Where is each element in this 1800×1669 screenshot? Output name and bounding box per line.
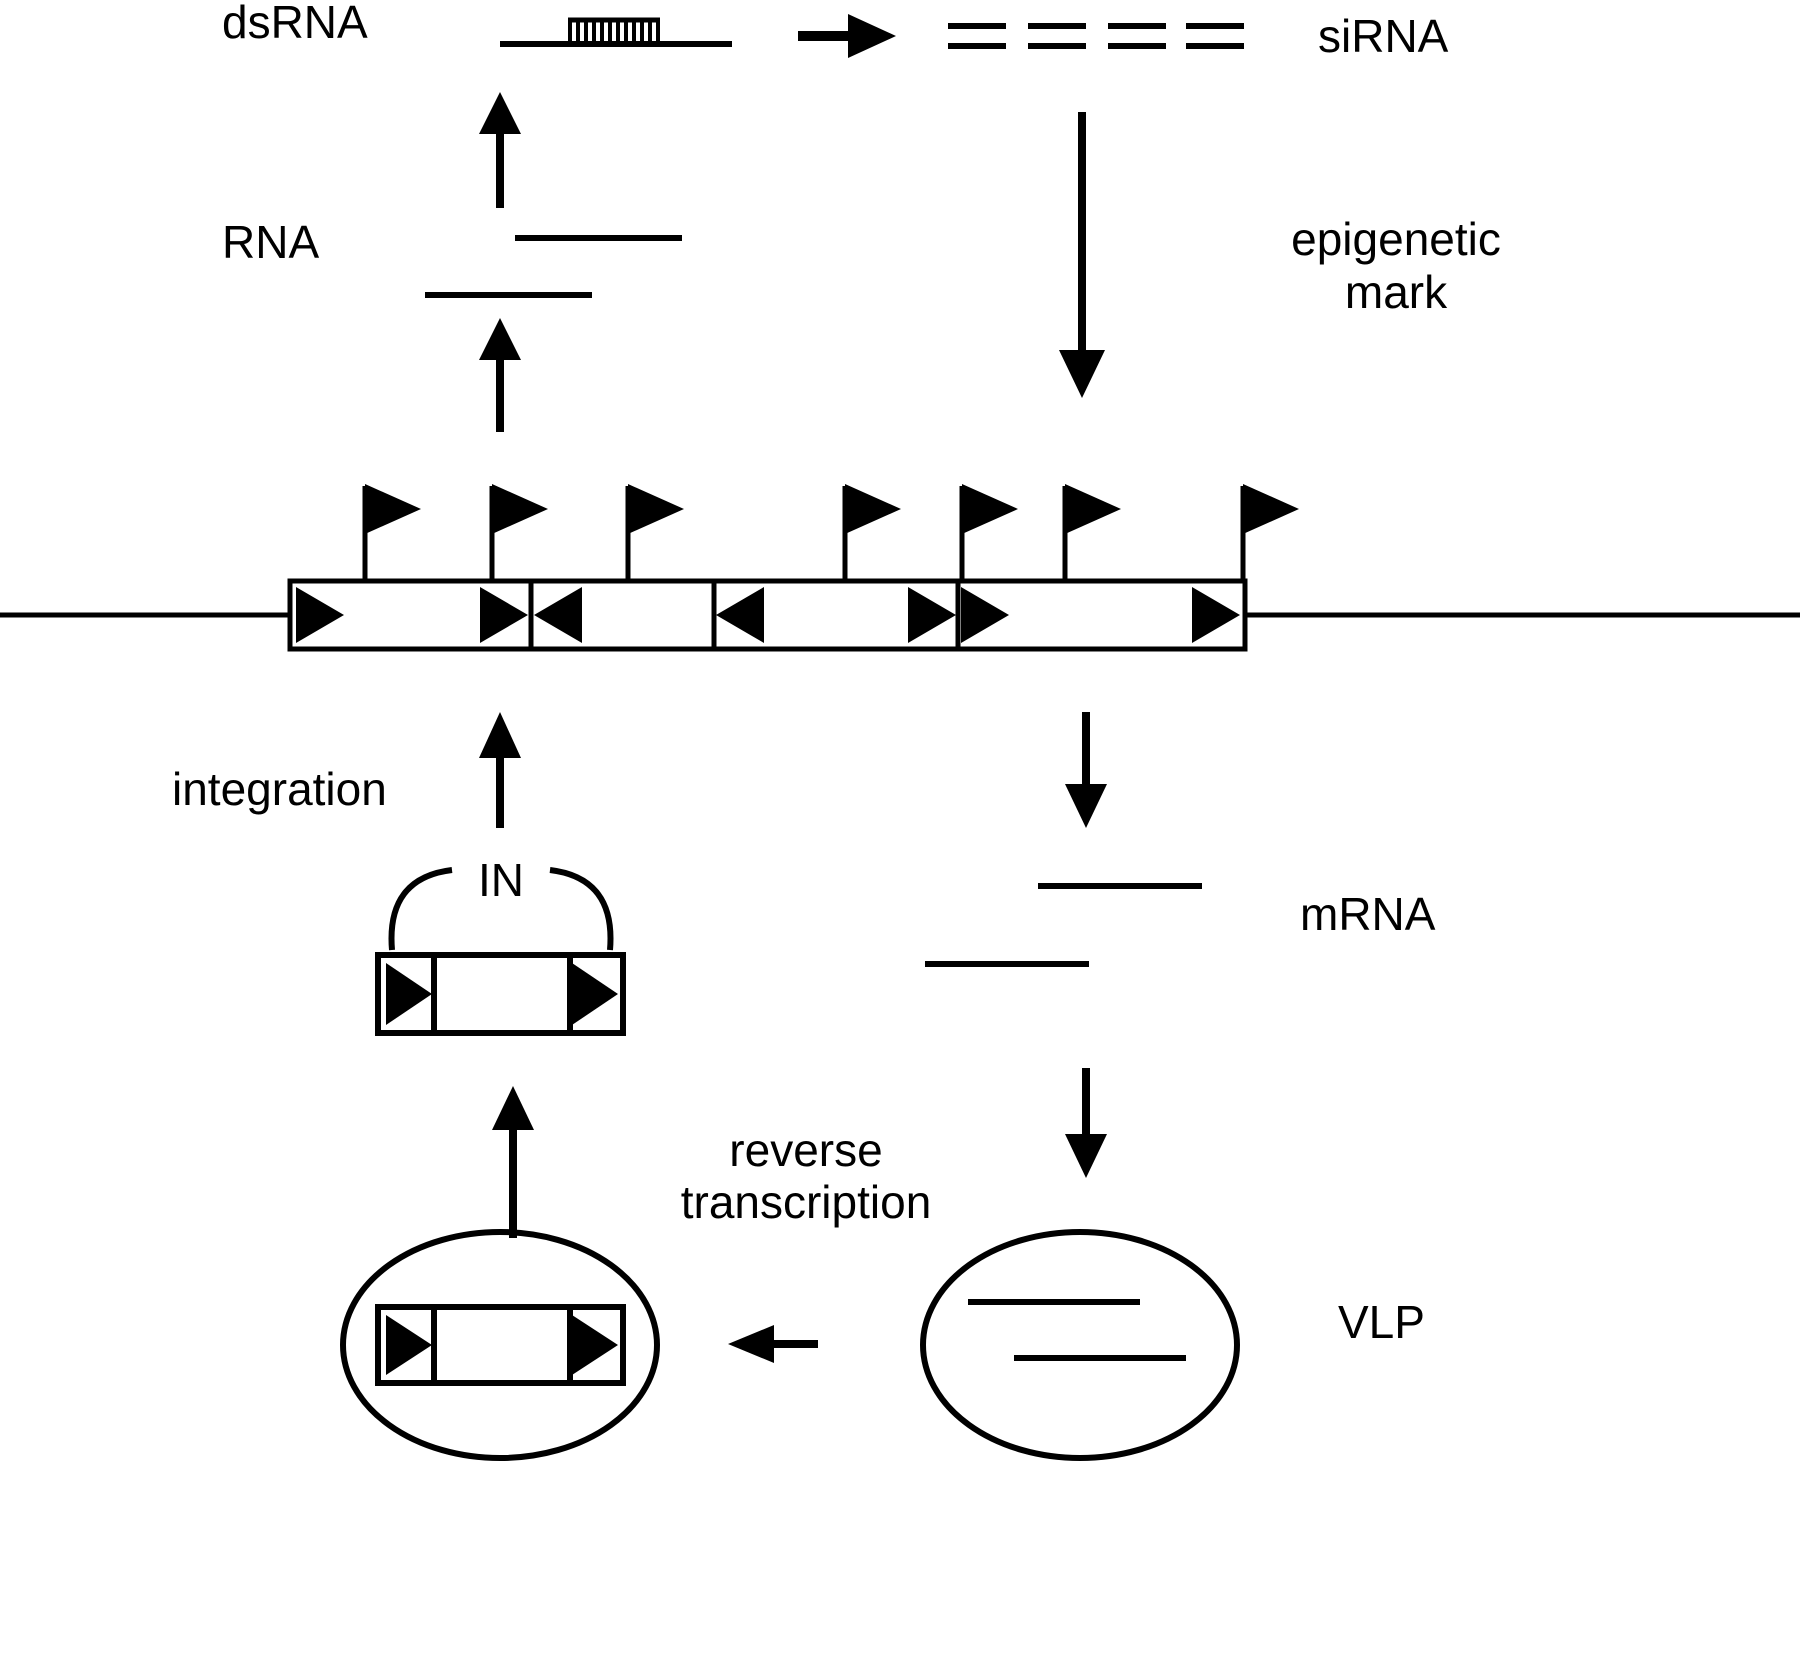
- arrowhead-right-icon: [848, 14, 896, 58]
- flag-icon: [365, 484, 421, 534]
- epigenetic-mark-flags: [362, 484, 1299, 581]
- vlp-outline: [920, 1229, 1240, 1461]
- epigenetic-mark-flag: [625, 484, 684, 581]
- label-sirna: siRNA: [1318, 10, 1449, 62]
- label-epigenetic-mark-line2: mark: [1345, 266, 1448, 318]
- arrowhead-left-icon: [728, 1325, 774, 1363]
- arrow-sirna-to-locus: [1059, 112, 1105, 398]
- flag-icon: [492, 484, 548, 534]
- ltr-triangle-left-icon: [534, 587, 582, 643]
- ltr-triangle-right-icon: [386, 963, 432, 1025]
- sirna-duplexes: [948, 23, 1244, 49]
- label-rna: RNA: [222, 216, 319, 268]
- label-epigenetic-mark-line1: epigenetic: [1291, 213, 1501, 265]
- ltr-triangle-right-icon: [908, 587, 956, 643]
- flag-icon: [962, 484, 1018, 534]
- integrase-arc-right: [549, 867, 614, 951]
- arrowhead-down-icon: [1065, 1134, 1107, 1178]
- arrowhead-up-icon: [479, 318, 521, 360]
- arrow-cdna-to-integrase: [492, 1086, 534, 1238]
- retrotransposon-array: [287, 578, 1248, 652]
- epigenetic-mark-flag: [1062, 484, 1121, 581]
- arrowhead-up-icon: [479, 92, 521, 134]
- dsrna-basepair-ticks: [568, 20, 660, 44]
- epigenetic-mark-flag: [489, 484, 548, 581]
- arrow-integration: [479, 712, 521, 828]
- arrow-rna-to-dsrna: [479, 92, 521, 208]
- array-outline: [287, 578, 1248, 652]
- ltr-triangle-left-icon: [716, 587, 764, 643]
- mrna-strands: [925, 883, 1202, 967]
- arrowhead-down-icon: [1059, 350, 1105, 398]
- arrow-locus-to-mrna: [1065, 712, 1107, 828]
- flag-icon: [628, 484, 684, 534]
- epigenetic-mark-flag: [959, 484, 1018, 581]
- label-vlp: VLP: [1338, 1296, 1425, 1348]
- integrase-complex: IN: [375, 854, 626, 1036]
- arrow-dsrna-to-sirna: [798, 14, 896, 58]
- flag-icon: [1243, 484, 1299, 534]
- ltr-triangle-right-icon: [480, 587, 528, 643]
- epigenetic-mark-flag: [362, 484, 421, 581]
- flag-icon: [1065, 484, 1121, 534]
- arrowhead-up-icon: [492, 1086, 534, 1130]
- epigenetic-mark-flag: [1240, 484, 1299, 581]
- rna-strands: [425, 235, 682, 298]
- label-integration: integration: [172, 763, 387, 815]
- flag-icon: [845, 484, 901, 534]
- ltr-triangle-right-icon: [386, 1315, 432, 1375]
- ltr-triangle-right-icon: [961, 587, 1009, 643]
- arrow-mrna-to-vlp: [1065, 1068, 1107, 1178]
- cdna-particle: [340, 1229, 660, 1461]
- ltr-triangle-right-icon: [572, 963, 618, 1025]
- ltr-triangle-right-icon: [296, 587, 344, 643]
- arrowhead-down-icon: [1065, 784, 1107, 828]
- vlp-particle: [920, 1229, 1240, 1461]
- dsrna-molecule: [500, 17, 732, 47]
- label-integrase: IN: [478, 854, 524, 906]
- ltr-triangle-right-icon: [572, 1315, 618, 1375]
- label-reverse-transcription-line1: reverse: [729, 1124, 882, 1176]
- arrow-locus-to-rna: [479, 318, 521, 432]
- arrowhead-up-icon: [479, 712, 521, 758]
- label-reverse-transcription-line2: transcription: [681, 1176, 932, 1228]
- epigenetic-mark-flag: [842, 484, 901, 581]
- label-dsrna: dsRNA: [222, 0, 368, 48]
- arrow-vlp-to-cdna: [728, 1325, 818, 1363]
- ltr-triangle-right-icon: [1192, 587, 1240, 643]
- label-mrna: mRNA: [1300, 888, 1436, 940]
- integrase-arc-left: [388, 867, 453, 951]
